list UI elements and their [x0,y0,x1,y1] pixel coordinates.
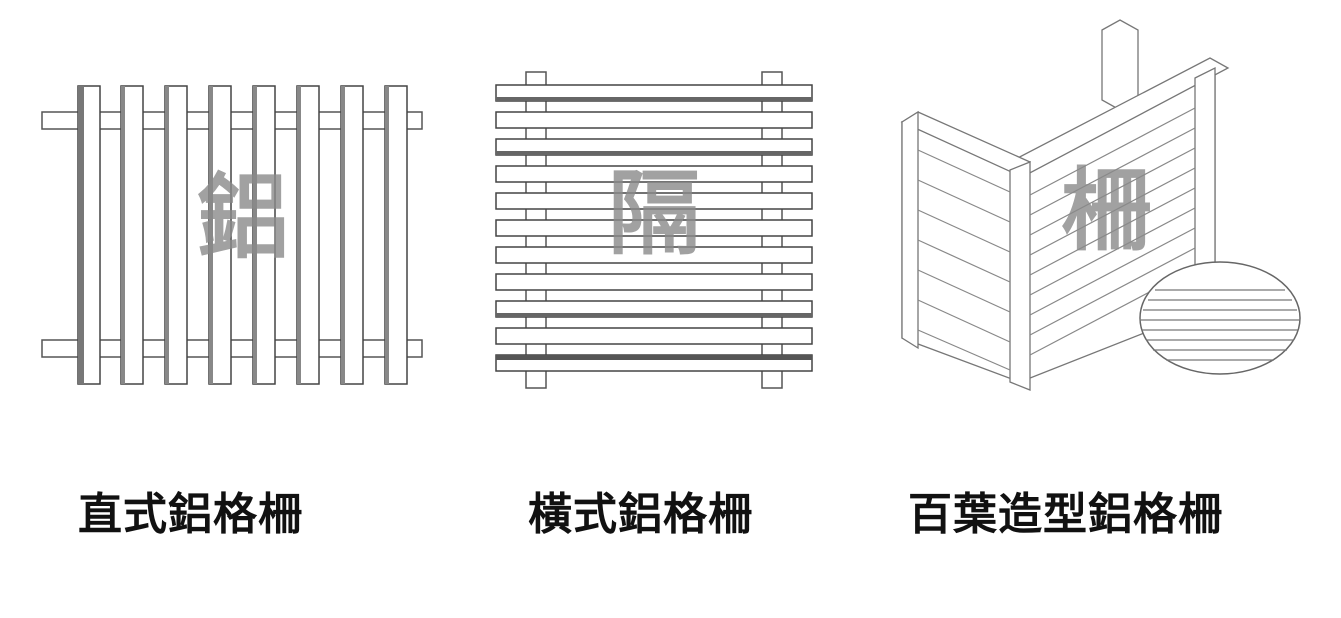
caption-horizontal: 橫式鋁格柵 [528,489,753,540]
left-post [901,110,919,350]
slat [495,165,813,183]
caption-vertical: 直式鋁格柵 [78,489,303,540]
slat [495,219,813,237]
panel-vertical-grille: 鋁 直式鋁格柵 [0,0,450,618]
slat [495,111,813,129]
caption-louver: 百葉造型鋁格柵 [908,489,1223,540]
slat [495,354,813,372]
slat [495,192,813,210]
vertical-grille-illustration: 鋁 [41,85,423,385]
watermark-character: 鋁 [197,164,289,272]
left-louvers [917,149,1011,371]
slat [495,327,813,345]
watermark-character: 隔 [608,160,700,268]
louver-grille-illustration: 柵 [900,19,1301,391]
detail-magnifier [1139,261,1301,375]
vertical-slats [77,85,408,385]
panel-louver-grille: 柵 百葉造型鋁格柵 [870,0,1341,618]
slat [77,85,101,385]
panel-horizontal-grille: 隔 橫式鋁格柵 [450,0,870,618]
slat [208,85,232,385]
horizontal-grille-illustration: 隔 [495,71,813,389]
slat [495,246,813,264]
slat [164,85,188,385]
slat [384,85,408,385]
slat [495,138,813,156]
back-post [1101,19,1139,111]
slat [495,273,813,291]
slat [252,85,276,385]
horizontal-slats [495,84,813,372]
watermark-character: 柵 [1061,158,1151,264]
slat [340,85,364,385]
slat [495,300,813,318]
slat [495,84,813,102]
slat [296,85,320,385]
slat [120,85,144,385]
corner-post [1009,161,1031,391]
